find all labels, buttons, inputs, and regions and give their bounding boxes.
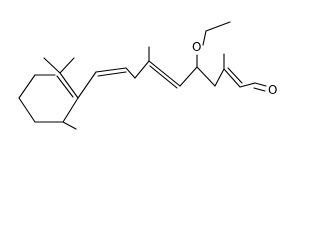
bond: [202, 30, 207, 46]
ether-oxygen-label: O: [192, 40, 201, 54]
bond: [214, 68, 225, 87]
bond: [239, 82, 256, 88]
chemical-structure-diagram: O O: [18, 21, 277, 130]
bond: [59, 72, 79, 99]
chain-double-bond: [97, 71, 127, 77]
bond: [179, 66, 198, 87]
methyl-bond: [59, 57, 75, 74]
ethoxy-group: O: [192, 21, 231, 68]
ring-double-bond: [56, 75, 74, 98]
carbonyl-oxygen-label: O: [268, 83, 277, 97]
bond: [77, 71, 97, 99]
polyene-chain: [77, 46, 256, 99]
ring-methyl-bond: [62, 121, 77, 130]
chain-double-bond: [149, 65, 178, 89]
chain-double-bond: [227, 67, 243, 84]
carbonyl-double-bond: [253, 87, 266, 92]
bond: [205, 21, 231, 32]
bond: [134, 60, 150, 79]
carbonyl-double-bond: [254, 82, 267, 87]
methyl-bond: [43, 57, 61, 74]
cyclohexene-ring: [18, 72, 79, 123]
bond: [223, 68, 241, 88]
bond: [125, 67, 136, 79]
bond: [62, 97, 79, 123]
bond: [148, 60, 181, 87]
bond: [95, 67, 127, 73]
gem-dimethyl-group: [43, 57, 75, 74]
bond: [18, 97, 36, 123]
bond: [18, 74, 36, 99]
aldehyde-group: O: [253, 82, 277, 97]
bond: [196, 66, 216, 87]
